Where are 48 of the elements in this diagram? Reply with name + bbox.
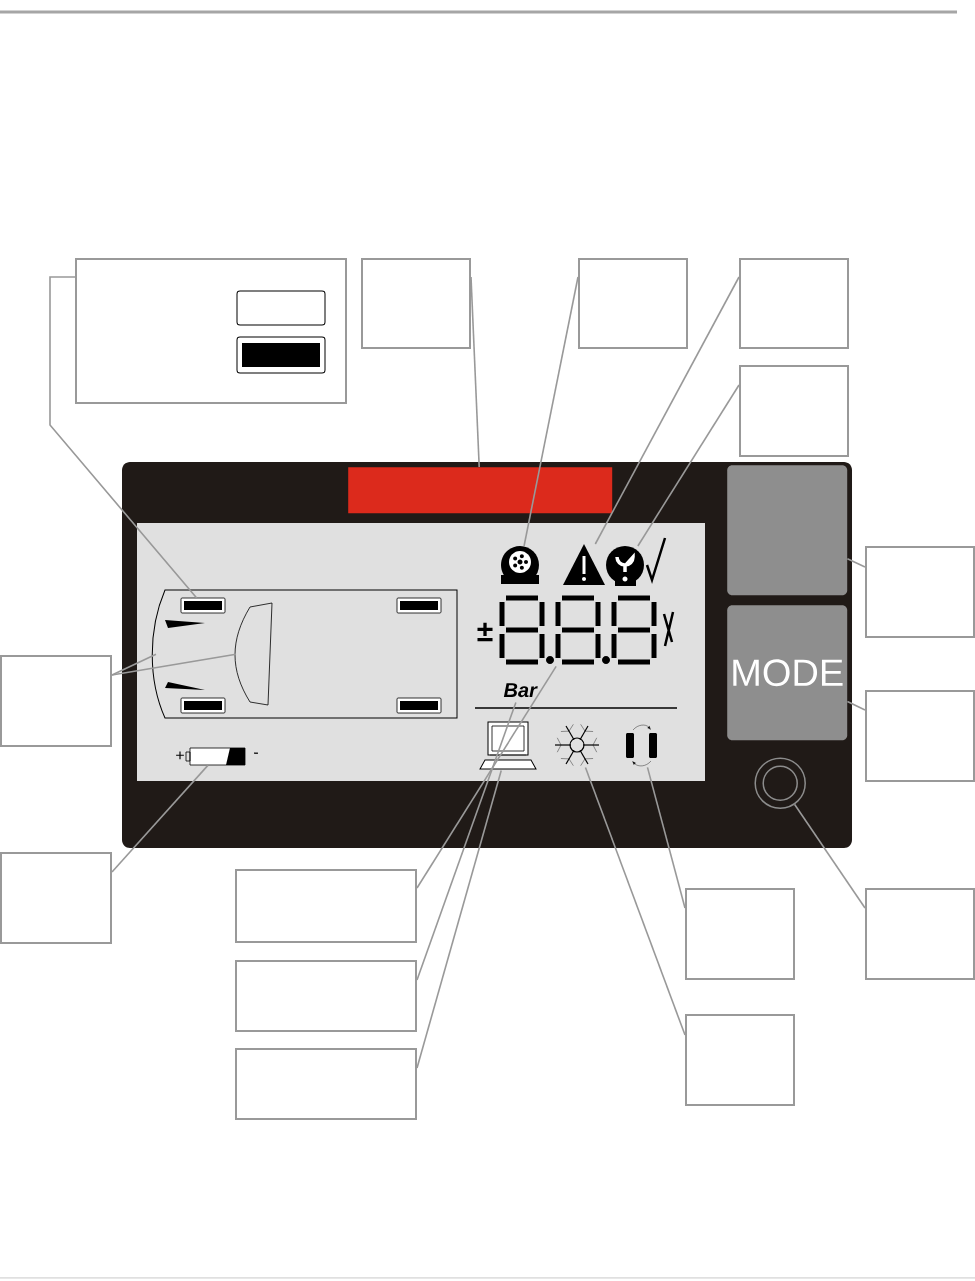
leader-line <box>49 276 198 599</box>
callout-box <box>235 1048 417 1120</box>
callout-box <box>235 869 417 943</box>
computer-icon <box>479 721 537 770</box>
callout-box <box>75 258 347 404</box>
leader-line <box>470 276 480 468</box>
callout-box <box>0 655 112 747</box>
round-button <box>754 757 806 809</box>
callout-box <box>361 258 471 349</box>
leader-line <box>846 700 866 711</box>
segment-digits <box>499 595 657 665</box>
callout-box <box>578 258 688 349</box>
leader-line <box>637 384 740 547</box>
leader-line <box>846 557 866 568</box>
leader-line <box>416 665 557 889</box>
question-icon <box>606 546 644 586</box>
tyre-icon <box>501 546 539 584</box>
callout-box <box>865 888 975 980</box>
warning-icon <box>563 544 605 585</box>
leader-line <box>584 766 686 1036</box>
callout-box <box>739 258 849 349</box>
sync-icon <box>626 724 657 767</box>
callout-box <box>235 960 417 1032</box>
callout-box <box>0 852 112 944</box>
battery-icon <box>185 747 246 766</box>
minus-sign: - <box>254 752 258 754</box>
plus-minus-sign: ± <box>477 622 493 642</box>
leader-line <box>416 701 517 981</box>
leader-line <box>111 653 237 676</box>
unit-label: Bar <box>503 683 538 698</box>
callout-box <box>865 546 975 638</box>
leader-line <box>111 764 209 873</box>
leader-line <box>594 276 740 545</box>
leader-line <box>646 766 686 909</box>
display-bar <box>348 467 613 514</box>
leader-line <box>111 653 157 676</box>
snowflake-icon <box>554 724 600 766</box>
callout-box <box>685 1014 795 1106</box>
callout-box <box>685 888 795 980</box>
blank-button <box>727 465 848 596</box>
windshield-drawing <box>234 602 273 706</box>
tyre-symbol <box>180 597 226 614</box>
leader-line <box>793 803 866 909</box>
mode-button: MODE <box>727 605 848 741</box>
leader-line <box>416 769 503 1069</box>
callout-box <box>739 365 849 457</box>
leader-line <box>523 276 579 547</box>
callout-box <box>865 690 975 782</box>
